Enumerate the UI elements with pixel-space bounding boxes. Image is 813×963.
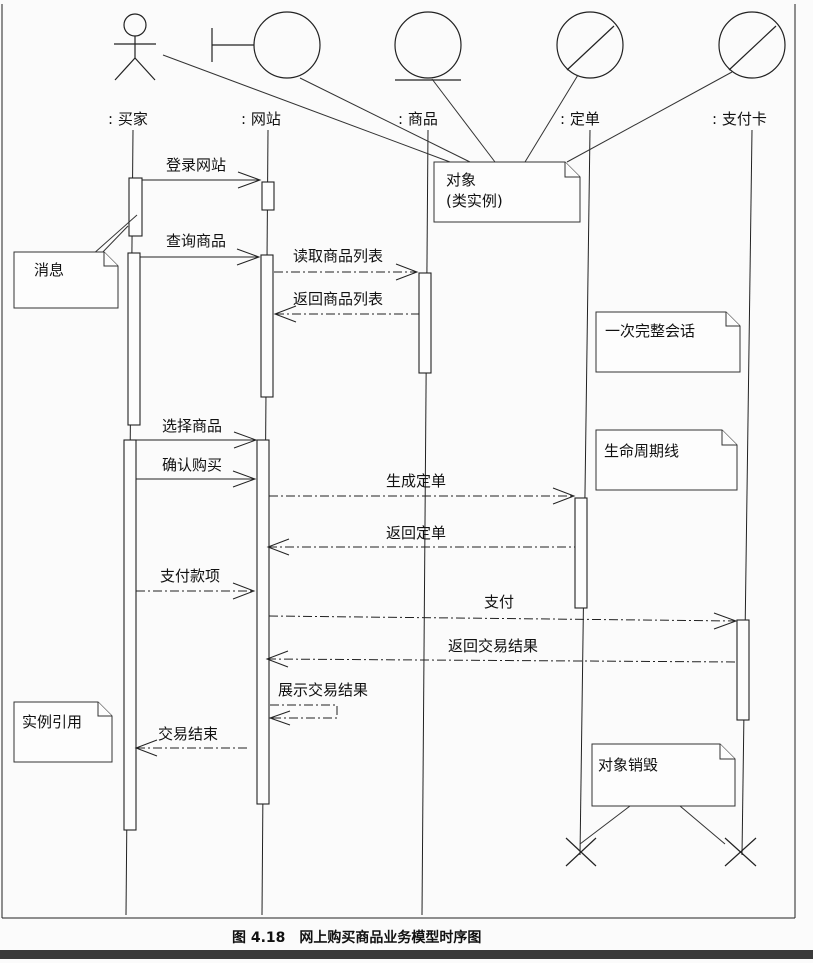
lifeline-label-buyer: : 买家 xyxy=(108,110,148,128)
destroy-order-icon xyxy=(565,837,597,867)
note-instance-ref: 实例引用 xyxy=(13,701,113,763)
lifeline-order xyxy=(579,129,591,856)
message-label-login: 登录网站 xyxy=(166,156,226,174)
activation-buyer-3 xyxy=(123,439,137,831)
message-return-list: 返回商品列表 xyxy=(273,290,419,323)
note-lifeline-text: 生命周期线 xyxy=(604,442,679,460)
message-label-read-list: 读取商品列表 xyxy=(293,247,383,265)
activation-website-3 xyxy=(256,439,270,805)
message-return-result: 返回交易结果 xyxy=(265,637,738,668)
message-label-select: 选择商品 xyxy=(162,417,222,435)
lifeline-label-order: : 定单 xyxy=(560,110,600,128)
message-label-return-order: 返回定单 xyxy=(386,524,446,542)
message-label-confirm: 确认购买 xyxy=(162,456,222,474)
note-destroy: 对象销毁 xyxy=(591,743,736,807)
lifeline-label-goods: : 商品 xyxy=(398,110,438,128)
lifeline-goods xyxy=(421,129,429,916)
activation-website-1 xyxy=(261,181,275,211)
lifeline-label-website: : 网站 xyxy=(241,110,281,128)
note-object-line2: (类实例) xyxy=(446,192,503,210)
note-lifeline: 生命周期线 xyxy=(595,429,738,491)
destroy-card-icon xyxy=(724,837,757,867)
note-message: 消息 xyxy=(13,251,119,309)
message-label-return-list: 返回商品列表 xyxy=(293,290,383,308)
message-show-result: 展示交易结果 xyxy=(268,681,368,726)
note-object-line1: 对象 xyxy=(446,171,476,189)
note-connectors xyxy=(91,54,733,845)
message-login: 登录网站 xyxy=(142,156,262,189)
message-label-show-result: 展示交易结果 xyxy=(278,681,368,699)
message-label-create-order: 生成定单 xyxy=(386,472,446,490)
message-label-query: 查询商品 xyxy=(166,232,226,250)
figure-caption: 图 4.18 网上购买商品业务模型时序图 xyxy=(232,929,481,946)
activation-buyer-2 xyxy=(127,252,141,426)
message-label-return-result: 返回交易结果 xyxy=(448,637,538,655)
note-object: 对象 (类实例) xyxy=(433,161,581,223)
note-message-text: 消息 xyxy=(34,261,64,279)
control-order-icon xyxy=(556,11,624,79)
message-return-order: 返回定单 xyxy=(266,524,575,556)
note-session-text: 一次完整会话 xyxy=(605,322,695,340)
lifeline-card xyxy=(741,129,753,856)
message-read-list: 读取商品列表 xyxy=(274,247,419,281)
actor-buyer-icon xyxy=(114,13,156,81)
note-destroy-text: 对象销毁 xyxy=(598,756,658,774)
note-instance-ref-text: 实例引用 xyxy=(22,713,82,731)
control-card-icon xyxy=(718,11,786,79)
message-query: 查询商品 xyxy=(140,232,261,266)
message-label-pay-item: 支付款项 xyxy=(160,567,220,585)
boundary-website-icon xyxy=(211,11,321,79)
activation-card xyxy=(736,619,750,721)
activation-goods xyxy=(418,272,432,374)
message-end: 交易结束 xyxy=(134,725,250,757)
message-label-pay: 支付 xyxy=(484,593,514,611)
activation-order xyxy=(574,497,588,609)
message-select: 选择商品 xyxy=(136,417,258,449)
activation-buyer-1 xyxy=(128,177,143,237)
bottom-edge-bar xyxy=(0,950,813,959)
entity-goods-icon xyxy=(394,11,462,81)
message-confirm: 确认购买 xyxy=(136,456,257,488)
message-pay: 支付 xyxy=(268,593,738,630)
message-pay-item: 支付款项 xyxy=(136,567,256,600)
lifeline-label-card: : 支付卡 xyxy=(712,110,767,128)
activation-website-2 xyxy=(260,254,274,398)
message-create-order: 生成定单 xyxy=(269,472,576,505)
message-label-end: 交易结束 xyxy=(158,725,218,743)
note-session: 一次完整会话 xyxy=(595,311,741,373)
